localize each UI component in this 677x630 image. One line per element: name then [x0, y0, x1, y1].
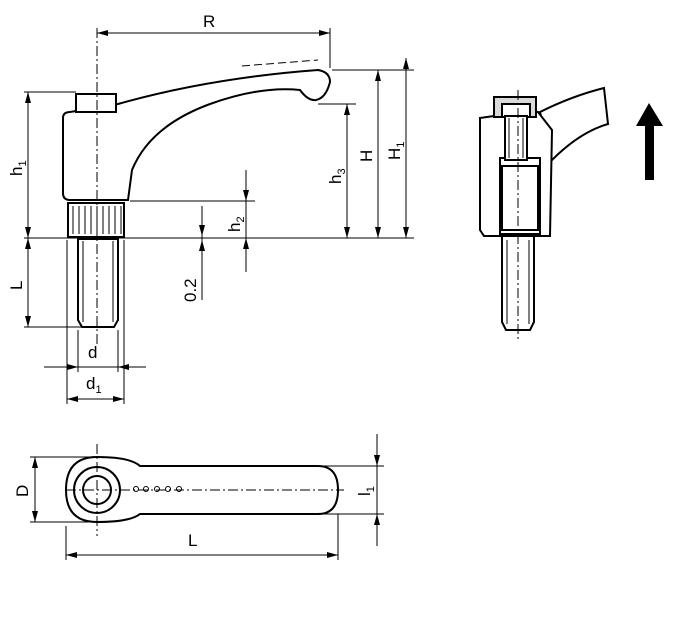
section-knurled-insert [501, 165, 539, 231]
section-screw-shank [504, 115, 528, 161]
top-dots [133, 486, 182, 492]
label-d1: d1 [86, 374, 102, 396]
screw-cap [75, 93, 117, 113]
label-h2: h2 [225, 216, 247, 232]
arrow-up-icon [636, 103, 663, 180]
threaded-stud [77, 238, 119, 328]
label-gap: 0.2 [181, 278, 200, 302]
knurled-collar [67, 202, 125, 238]
label-l1: l1 [355, 486, 377, 496]
label-d: d [88, 343, 97, 362]
label-L-side: L [7, 281, 26, 290]
section-view [479, 86, 663, 342]
label-L-top: L [188, 531, 197, 550]
label-H1: H1 [385, 142, 407, 160]
label-h3: h3 [326, 168, 348, 184]
lever-body [62, 68, 332, 201]
label-h1: h1 [7, 160, 29, 176]
side-view: R h3 H H1 h1 [7, 12, 414, 404]
top-view: D l1 L [13, 434, 384, 560]
label-H: H [357, 150, 376, 162]
section-cavity [499, 157, 541, 235]
section-lever-arm [538, 86, 610, 162]
label-R: R [203, 12, 215, 31]
label-D: D [13, 485, 32, 497]
